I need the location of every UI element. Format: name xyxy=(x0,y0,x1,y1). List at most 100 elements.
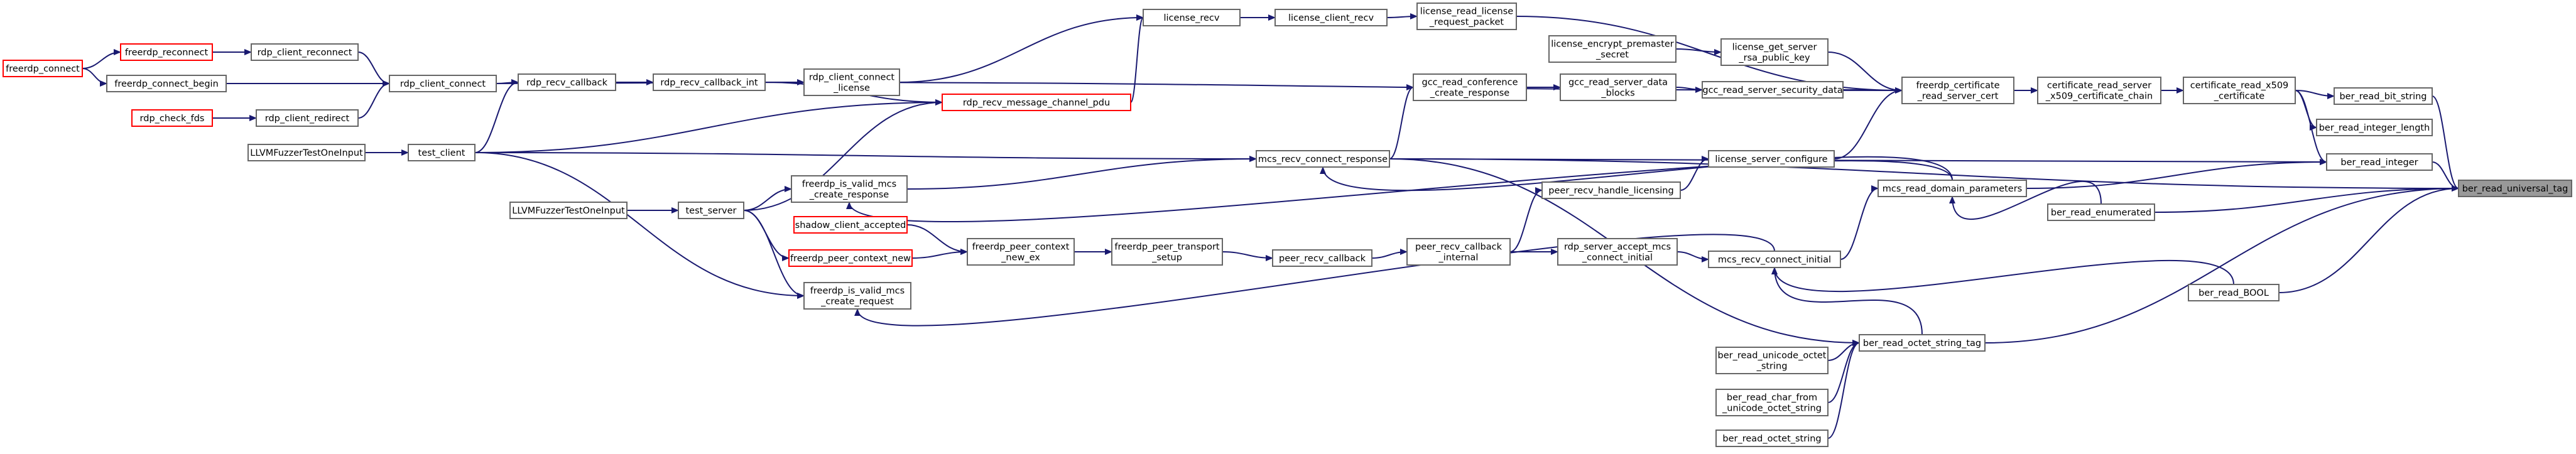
node-rdp-server-accept-mcs-connect-initial[interactable]: rdp_server_accept_mcs_connect_initial xyxy=(1557,238,1678,266)
node-label: freerdp_is_valid_mcs xyxy=(802,180,896,190)
node-license-encrypt-premaster-secret[interactable]: license_encrypt_premaster_secret xyxy=(1548,35,1677,63)
node-gcc-read-server-data-blocks[interactable]: gcc_read_server_data_blocks xyxy=(1560,73,1677,101)
node-box xyxy=(509,202,628,219)
node-ber-read-bit-string[interactable]: ber_read_bit_string xyxy=(2334,87,2433,105)
node-license-read-license-request-packet[interactable]: license_read_license_request_packet xyxy=(1416,3,1517,30)
call-edge-ber-read-bit-string-to-ber-read-universal-tag xyxy=(2432,95,2459,192)
node-rdp-client-reconnect[interactable]: rdp_client_reconnect xyxy=(251,43,359,61)
call-edge-ber-read-bool-to-mcs-recv-connect-initial xyxy=(1771,260,2234,292)
node-label: freerdp_certificate xyxy=(1916,81,1999,91)
node-label: _blocks xyxy=(1600,89,1634,99)
node-label: _x509_certificate_chain xyxy=(2045,92,2153,102)
call-edge-rdp-client-redirect-to-rdp-client-connect xyxy=(357,80,390,119)
node-test-server[interactable]: test_server xyxy=(678,202,744,219)
node-license-server-configure[interactable]: license_server_configure xyxy=(1708,150,1835,168)
call-edge-test-client-to-mcs-recv-connect-response xyxy=(474,152,1257,162)
call-edge-peer-recv-handle-licensing-to-license-server-configure xyxy=(1680,156,1709,191)
node-ber-read-unicode-octet-string[interactable]: ber_read_unicode_octet_string xyxy=(1715,347,1829,374)
node-license-client-recv[interactable]: license_client_recv xyxy=(1274,9,1388,26)
call-edge-freerdp-connect-to-freerdp-reconnect xyxy=(82,49,121,69)
node-freerdp-connect[interactable]: freerdp_connect xyxy=(3,60,83,77)
call-edge-freerdp-connect-to-freerdp-connect-begin xyxy=(82,68,107,87)
node-freerdp-peer-context-new[interactable]: freerdp_peer_context_new xyxy=(788,249,913,267)
node-mcs-read-domain-parameters[interactable]: mcs_read_domain_parameters xyxy=(1878,180,2027,197)
node-rdp-recv-callback[interactable]: rdp_recv_callback xyxy=(518,73,616,91)
node-label: ber_read_unicode_octet xyxy=(1717,351,1826,361)
node-certificate-read-server-x509-certificate-chain[interactable]: certificate_read_server_x509_certificate… xyxy=(2037,77,2161,104)
call-edge-license-encrypt-premaster-secret-to-license-get-server-rsa-public-key xyxy=(1675,48,1722,55)
call-edge-freerdp-peer-context-new-to-freerdp-peer-context-new-ex xyxy=(911,249,968,259)
node-label: ber_read_BOOL xyxy=(2198,288,2269,298)
node-freerdp-is-valid-mcs-create-request[interactable]: freerdp_is_valid_mcs_create_request xyxy=(803,282,911,310)
node-shadow-client-accepted[interactable]: shadow_client_accepted xyxy=(793,216,908,234)
node-label: freerdp_connect xyxy=(6,64,80,74)
node-ber-read-bool[interactable]: ber_read_BOOL xyxy=(2188,284,2280,301)
node-ber-read-integer-length[interactable]: ber_read_integer_length xyxy=(2316,119,2433,136)
node-label: rdp_check_fds xyxy=(140,114,205,124)
node-peer-recv-handle-licensing[interactable]: peer_recv_handle_licensing xyxy=(1541,181,1681,199)
node-peer-recv-callback[interactable]: peer_recv_callback xyxy=(1272,249,1372,267)
node-freerdp-is-valid-mcs-create-response[interactable]: freerdp_is_valid_mcs_create_response xyxy=(791,175,908,203)
node-label: LLVMFuzzerTestOneInput xyxy=(512,206,625,216)
node-label: rdp_client_connect xyxy=(809,73,895,83)
call-edge-ber-read-enumerated-to-mcs-read-domain-parameters xyxy=(1949,181,2102,220)
node-license-recv[interactable]: license_recv xyxy=(1143,9,1241,26)
node-freerdp-certificate-read-server-cert[interactable]: freerdp_certificate_read_server_cert xyxy=(1901,77,2014,104)
node-license-get-server-rsa-public-key[interactable]: license_get_server_rsa_public_key xyxy=(1720,38,1829,66)
node-box xyxy=(1143,9,1241,26)
node-label: rdp_client_redirect xyxy=(265,114,350,124)
node-box xyxy=(1859,334,1986,352)
node-ber-read-integer[interactable]: ber_read_integer xyxy=(2326,153,2433,171)
node-label: license_recv xyxy=(1164,13,1220,23)
node-llvmfuzzertestoneinput[interactable]: LLVMFuzzerTestOneInput xyxy=(247,144,366,161)
node-label: _string xyxy=(1756,362,1788,372)
node-ber-read-universal-tag[interactable]: ber_read_universal_tag xyxy=(2458,180,2572,197)
node-peer-recv-callback-internal[interactable]: peer_recv_callback_internal xyxy=(1406,238,1511,266)
node-ber-read-octet-string-tag[interactable]: ber_read_octet_string_tag xyxy=(1859,334,1986,352)
call-edge-test-server-to-freerdp-is-valid-mcs-create-request xyxy=(743,210,805,299)
node-box xyxy=(3,60,83,77)
node-label: _rsa_public_key xyxy=(1738,53,1810,63)
call-edge-shadow-client-accepted-to-freerdp-peer-context-new-ex xyxy=(906,224,968,255)
node-ber-read-octet-string[interactable]: ber_read_octet_string xyxy=(1715,430,1829,447)
node-label: ber_read_universal_tag xyxy=(2462,184,2568,194)
node-rdp-client-connect-license[interactable]: rdp_client_connect_license xyxy=(803,68,900,96)
node-ber-read-enumerated[interactable]: ber_read_enumerated xyxy=(2047,203,2155,221)
node-box xyxy=(653,73,766,91)
node-llvmfuzzertestoneinput[interactable]: LLVMFuzzerTestOneInput xyxy=(509,202,628,219)
node-rdp-client-redirect[interactable]: rdp_client_redirect xyxy=(256,109,359,127)
node-rdp-recv-callback-int[interactable]: rdp_recv_callback_int xyxy=(653,73,766,91)
node-ber-read-char-from-unicode-octet-string[interactable]: ber_read_char_from_unicode_octet_string xyxy=(1715,389,1829,416)
node-mcs-recv-connect-response[interactable]: mcs_recv_connect_response xyxy=(1256,150,1390,168)
node-freerdp-connect-begin[interactable]: freerdp_connect_begin xyxy=(106,75,227,92)
node-rdp-check-fds[interactable]: rdp_check_fds xyxy=(131,109,213,127)
node-label: mcs_read_domain_parameters xyxy=(1883,184,2022,194)
node-rdp-recv-message-channel-pdu[interactable]: rdp_recv_message_channel_pdu xyxy=(942,94,1131,111)
node-box xyxy=(131,109,213,127)
node-mcs-recv-connect-initial[interactable]: mcs_recv_connect_initial xyxy=(1708,251,1841,268)
node-box xyxy=(942,94,1131,111)
node-freerdp-peer-context-new-ex[interactable]: freerdp_peer_context_new_ex xyxy=(967,238,1075,266)
node-label: test_client xyxy=(418,148,465,158)
node-freerdp-reconnect[interactable]: freerdp_reconnect xyxy=(120,43,213,61)
node-gcc-read-server-security-data[interactable]: gcc_read_server_security_data xyxy=(1702,81,1844,99)
node-freerdp-peer-transport-setup[interactable]: freerdp_peer_transport_setup xyxy=(1111,238,1223,266)
node-label: peer_recv_callback xyxy=(1279,254,1366,264)
node-box xyxy=(120,43,213,61)
node-gcc-read-conference-create-response[interactable]: gcc_read_conference_create_response xyxy=(1413,73,1527,101)
node-label: license_encrypt_premaster xyxy=(1551,40,1674,50)
call-edge-mcs-read-domain-parameters-to-mcs-recv-connect-response xyxy=(1320,156,1953,192)
node-box xyxy=(2458,180,2572,197)
node-certificate-read-x509-certificate[interactable]: certificate_read_x509_certificate xyxy=(2183,77,2296,104)
node-box xyxy=(803,282,911,310)
node-test-client[interactable]: test_client xyxy=(408,144,476,161)
node-label: ber_read_bit_string xyxy=(2339,92,2427,102)
node-rdp-client-connect[interactable]: rdp_client_connect xyxy=(389,75,497,92)
node-label: rdp_client_reconnect xyxy=(258,48,352,58)
node-label: _unicode_octet_string xyxy=(1722,404,1822,414)
node-box xyxy=(2047,203,2155,221)
node-label: _license xyxy=(833,84,870,94)
node-box xyxy=(967,238,1075,266)
node-box xyxy=(2183,77,2296,104)
